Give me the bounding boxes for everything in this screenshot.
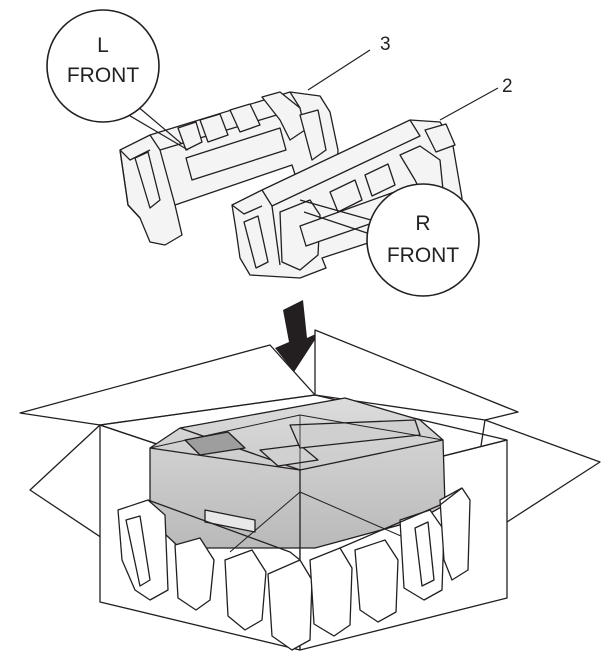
part-number-2: 2	[502, 76, 513, 97]
printer	[149, 397, 446, 553]
callout-right-line2: FRONT	[387, 244, 459, 267]
callout-left-line2: FRONT	[67, 64, 139, 87]
foam-insert-in-box-right	[309, 487, 471, 637]
callout-left: L FRONT	[46, 9, 160, 123]
callout-left-line1: L	[97, 34, 109, 57]
callout-right: R FRONT	[366, 183, 480, 297]
foam-insert-in-box-left	[117, 499, 313, 651]
callout-right-line1: R	[415, 212, 430, 235]
foam-insert-left	[119, 91, 339, 246]
part-number-3: 3	[380, 34, 391, 55]
